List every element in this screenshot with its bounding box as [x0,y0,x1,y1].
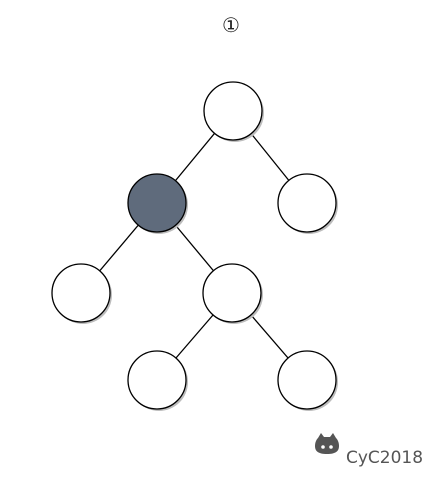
github-octocat-icon [315,433,339,454]
node-left-right [202,263,262,323]
watermark: CyC2018 [315,433,423,468]
node-left [127,173,187,233]
tree-edges [80,110,308,381]
node-left-left [51,263,111,323]
node-left-right-right [277,350,337,410]
watermark-text: CyC2018 [346,448,423,468]
node-left-right-left [127,350,187,410]
step-label: ① [222,13,240,37]
node-right [277,173,337,233]
tree-nodes [51,81,338,411]
node-root [203,81,263,141]
